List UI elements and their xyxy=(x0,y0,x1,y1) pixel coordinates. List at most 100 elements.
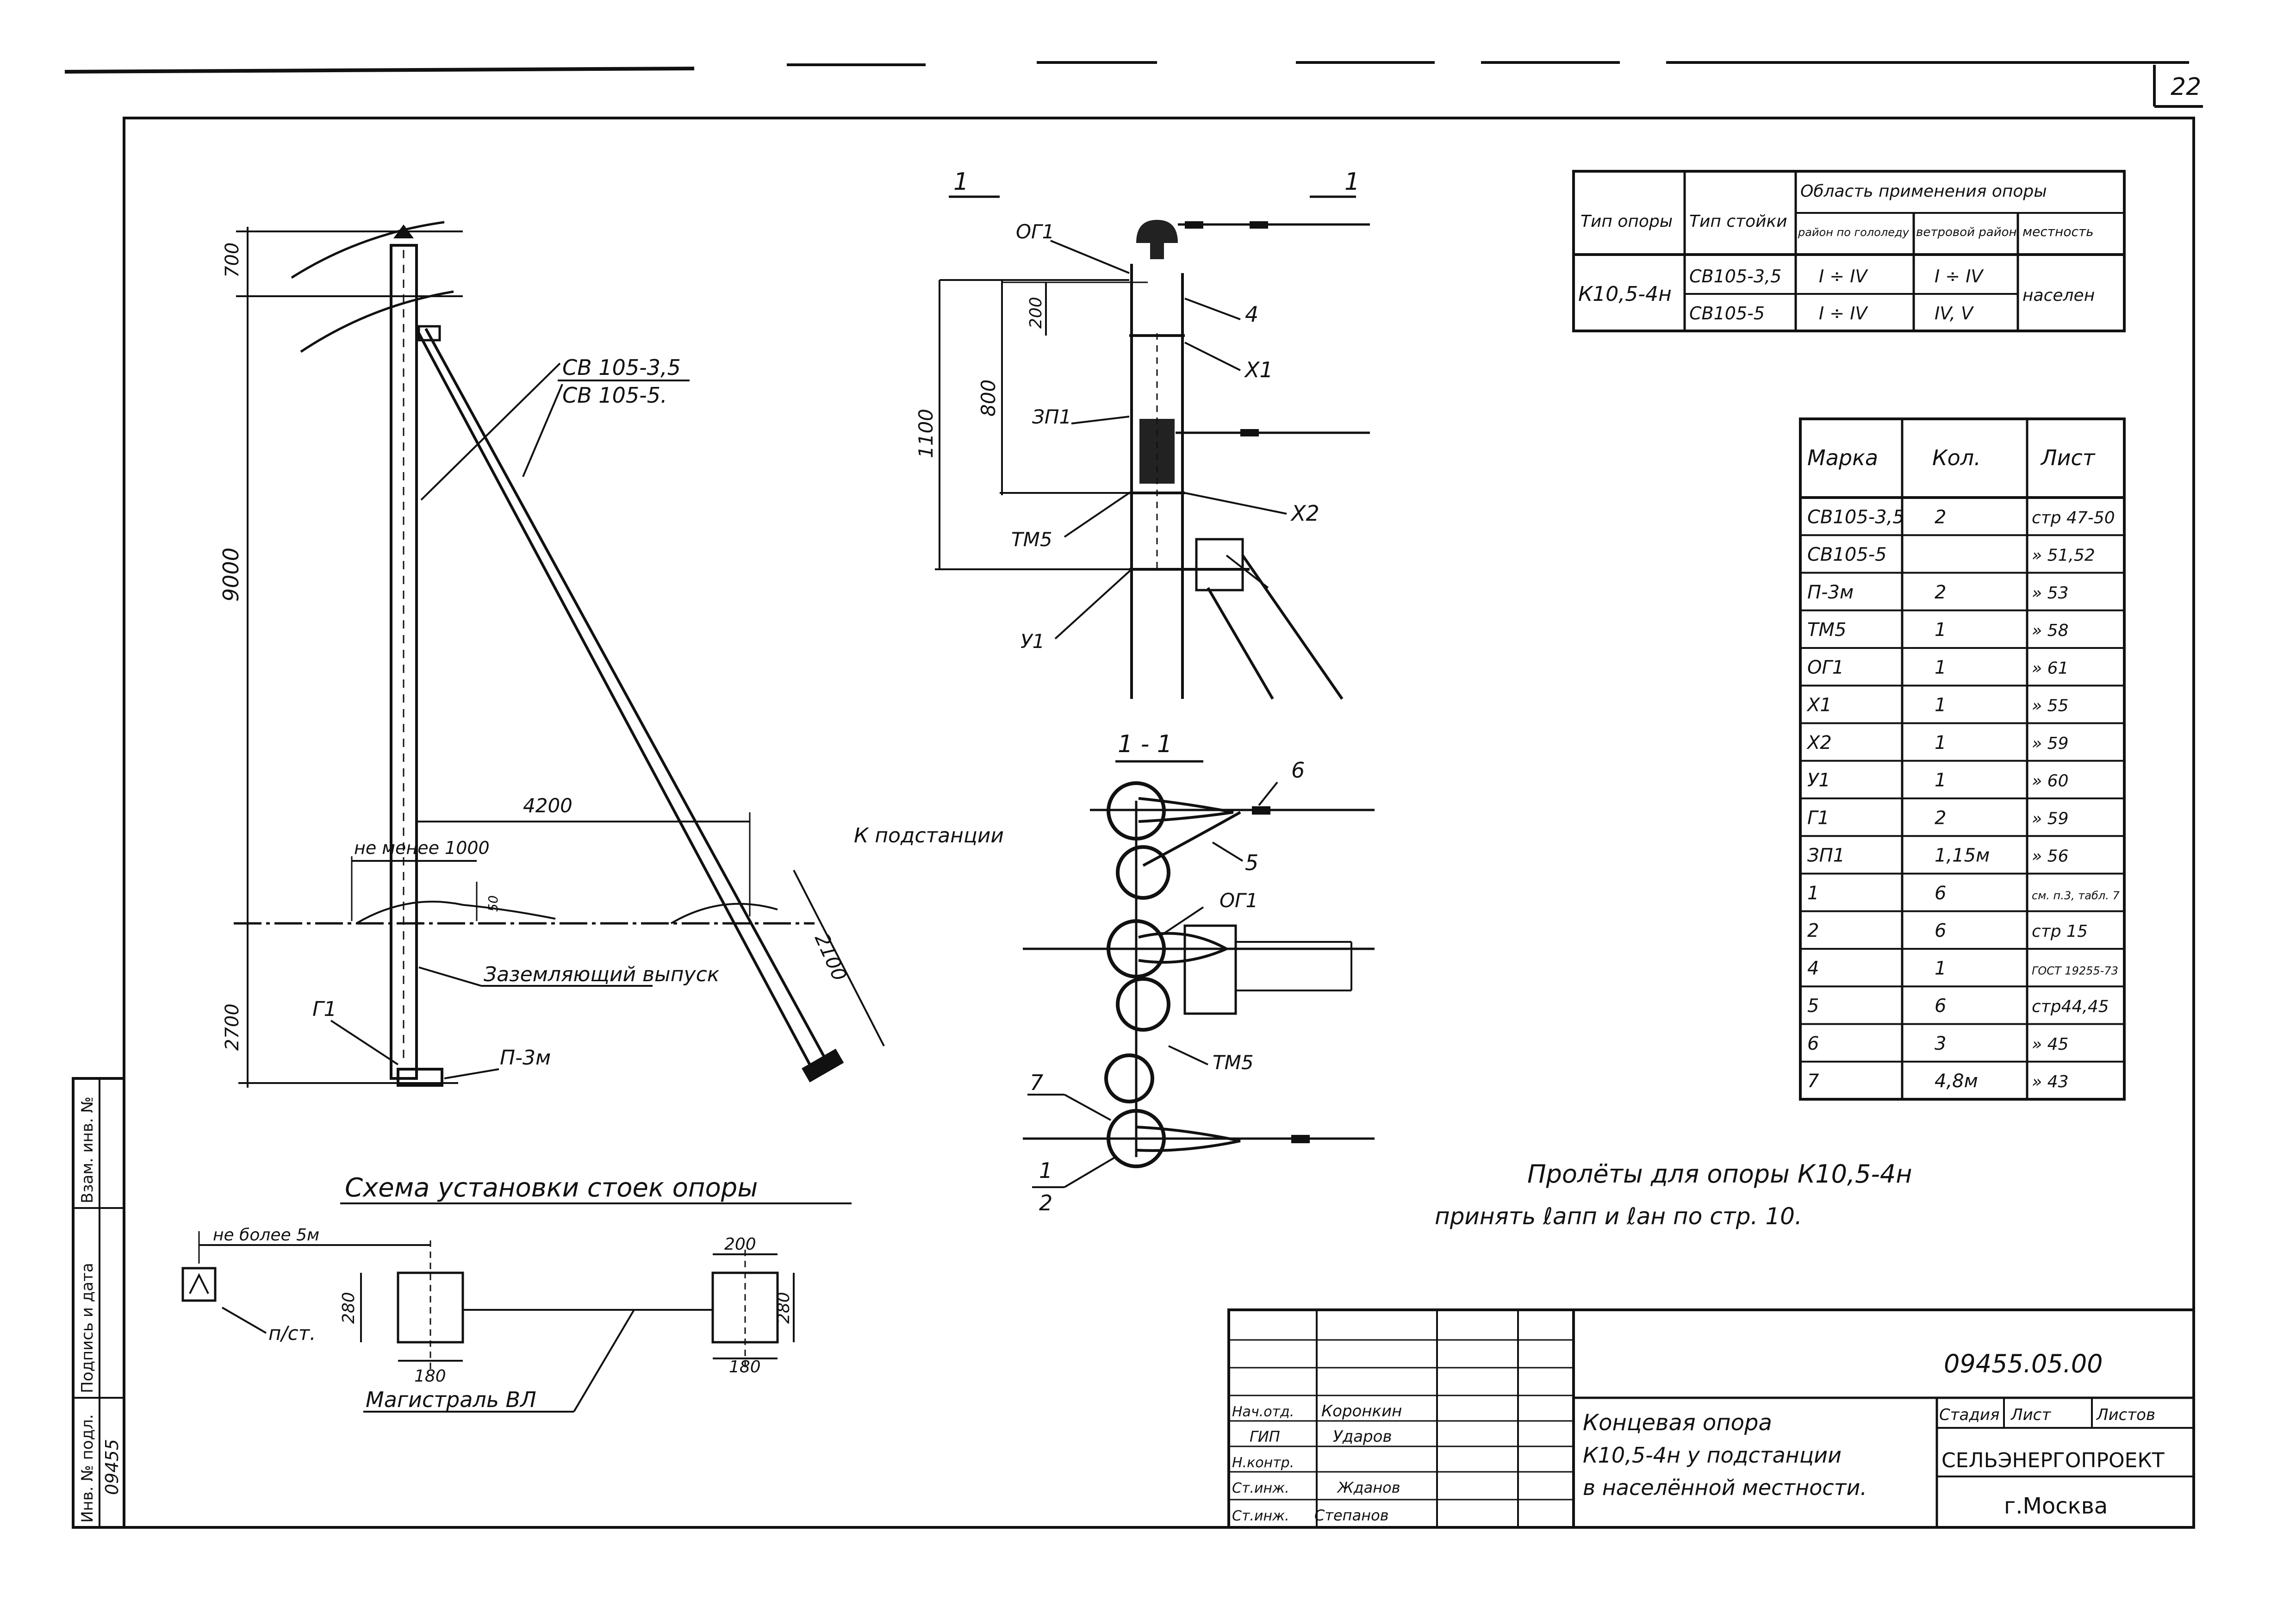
detail-4: 4 xyxy=(1245,302,1258,327)
note-line-2: принять ℓапп и ℓан по стр. 10. xyxy=(1435,1203,1802,1230)
staff-role-1: Нач.отд. xyxy=(1232,1404,1294,1420)
parts-cell-qty: 1 xyxy=(1935,958,1946,979)
row1-ice: I ÷ IV xyxy=(1819,266,1868,286)
parts-hdr-sheet: Лист xyxy=(2040,445,2096,470)
pole-top-cap xyxy=(393,224,414,238)
parts-cell-sheet: » 60 xyxy=(2032,772,2068,791)
parts-cell-sheet: стр44,45 xyxy=(2032,997,2109,1016)
row2-pole: СВ105-5 xyxy=(1689,303,1765,324)
parts-cell-sheet: » 53 xyxy=(2032,584,2068,603)
section-label-tm5: ТМ5 xyxy=(1213,1051,1254,1074)
substation-mark: п/ст. xyxy=(268,1322,316,1345)
parts-cell-sheet: » 59 xyxy=(2032,734,2068,753)
section-title: 1 - 1 xyxy=(1118,730,1172,758)
detail-og1: ОГ1 xyxy=(1016,220,1054,243)
row2-ice: I ÷ IV xyxy=(1819,303,1868,324)
parts-cell-qty: 2 xyxy=(1935,807,1946,828)
org-name: СЕЛЬЭНЕРГОПРОЕКТ xyxy=(1941,1449,2165,1472)
parts-cell-mark: ТМ5 xyxy=(1807,619,1846,641)
sheets-header: Листов xyxy=(2096,1406,2155,1424)
brace-anchor-plate xyxy=(802,1048,844,1083)
section-label-6: 6 xyxy=(1291,758,1305,783)
scheme-dim-280-right: 280 xyxy=(774,1292,793,1324)
insulator-ring-6 xyxy=(1107,1109,1166,1168)
parts-cell-mark: ЗП1 xyxy=(1807,845,1845,866)
scheme-dim-180-left: 180 xyxy=(414,1367,446,1386)
main-elevation-view: 700 9000 2700 СВ 105-3,5 СВ 105-5. 4200 … xyxy=(218,221,885,1088)
hdr-support-type: Тип опоры xyxy=(1580,212,1673,231)
parts-cell-mark: У1 xyxy=(1807,770,1830,791)
hdr-wind-region: ветровой район xyxy=(1916,225,2017,239)
scheme-dim-200: 200 xyxy=(724,1235,756,1254)
page-number: 22 xyxy=(2171,73,2201,101)
parts-cell-sheet: » 45 xyxy=(2032,1035,2068,1054)
parts-cell-sheet: стр 15 xyxy=(2032,922,2088,941)
parts-cell-mark: 5 xyxy=(1807,996,1819,1017)
parts-hdr-mark: Марка xyxy=(1807,445,1878,470)
dim-depth: 2700 xyxy=(222,1003,243,1051)
parts-cell-qty: 1 xyxy=(1935,732,1946,754)
dim-brace-span: 4200 xyxy=(523,794,572,817)
support-type-value: К10,5-4н xyxy=(1578,282,1672,306)
hdr-ice-region: район по гололеду xyxy=(1798,226,1910,239)
staff-role-3: Н.контр. xyxy=(1232,1455,1294,1471)
detail-x1: Х1 xyxy=(1244,357,1273,382)
parts-cell-sheet: » 43 xyxy=(2032,1072,2068,1091)
dim-pole-height: 9000 xyxy=(218,548,243,602)
parts-cell-qty: 6 xyxy=(1935,883,1946,904)
scheme-title: Схема установки стоек опоры xyxy=(345,1173,758,1203)
staff-name-5: Степанов xyxy=(1314,1507,1389,1524)
parts-cell-mark: СВ105-3,5 xyxy=(1807,506,1904,528)
hdr-terrain: местность xyxy=(2022,224,2094,239)
pole-main xyxy=(390,244,418,1080)
top-insulator xyxy=(1136,220,1178,259)
parts-cell-mark: ОГ1 xyxy=(1807,657,1844,678)
row1-pole: СВ105-3,5 xyxy=(1689,266,1781,286)
substation-symbol xyxy=(181,1267,217,1302)
parts-cell-mark: 2 xyxy=(1807,920,1819,941)
parts-cell-qty: 3 xyxy=(1935,1033,1946,1054)
section-label-5: 5 xyxy=(1245,850,1258,875)
parts-cell-mark: СВ105-5 xyxy=(1807,544,1887,566)
parts-cell-qty: 6 xyxy=(1935,996,1946,1017)
section-mark-right: 1 xyxy=(1344,168,1360,196)
org-city: г.Москва xyxy=(2004,1493,2108,1519)
parts-cell-qty: 2 xyxy=(1935,506,1946,528)
parts-cell-sheet: » 61 xyxy=(2032,659,2068,678)
row1-wind: I ÷ IV xyxy=(1935,266,1984,286)
dim-small: 50 xyxy=(485,895,501,912)
parts-cell-qty: 6 xyxy=(1935,920,1946,941)
section-label-og1: ОГ1 xyxy=(1220,889,1258,912)
parts-cell-qty: 4,8м xyxy=(1935,1071,1978,1092)
pole-label-1: СВ 105-3,5 xyxy=(562,355,681,380)
hdr-pole-type: Тип стойки xyxy=(1689,212,1787,231)
side-stamp-inventory-value: 09455 xyxy=(102,1439,122,1495)
doc-code: 09455.05.00 xyxy=(1944,1349,2103,1378)
title-block: Нач.отд. Коронкин ГИП Ударов Н.контр. Ст… xyxy=(1227,1308,2195,1529)
mid-insulator xyxy=(1139,419,1175,484)
parts-cell-sheet: » 56 xyxy=(2032,847,2068,866)
parts-cell-mark: 7 xyxy=(1807,1071,1819,1092)
insulator-ring-4 xyxy=(1116,977,1170,1032)
parts-cell-sheet: ГОСТ 19255-73 xyxy=(2032,964,2118,977)
sheet-frame xyxy=(64,61,2203,1529)
parts-cell-mark: 6 xyxy=(1807,1033,1819,1054)
dim-200: 200 xyxy=(1027,297,1045,329)
row2-wind: IV, V xyxy=(1935,303,1974,324)
span-note: Пролёты для опоры К10,5-4н принять ℓапп … xyxy=(1435,1159,1912,1230)
parts-cell-qty: 1 xyxy=(1935,770,1946,791)
dim-1100: 1100 xyxy=(915,409,937,458)
parts-cell-sheet: » 55 xyxy=(2032,697,2068,716)
parts-cell-qty: 2 xyxy=(1935,582,1946,603)
staff-name-4: Жданов xyxy=(1337,1479,1400,1496)
doc-title-2: К10,5-4н у подстанции xyxy=(1583,1443,1842,1468)
detail-view: 1 1 200 800 1100 xyxy=(915,168,1370,700)
scheme-dim-280-left: 280 xyxy=(339,1292,358,1324)
trunk-label: Магистраль ВЛ xyxy=(366,1387,536,1412)
parts-cell-mark: 1 xyxy=(1807,883,1819,904)
parts-cell-sheet: » 58 xyxy=(2032,621,2068,640)
pole-footprint-left xyxy=(397,1271,464,1344)
